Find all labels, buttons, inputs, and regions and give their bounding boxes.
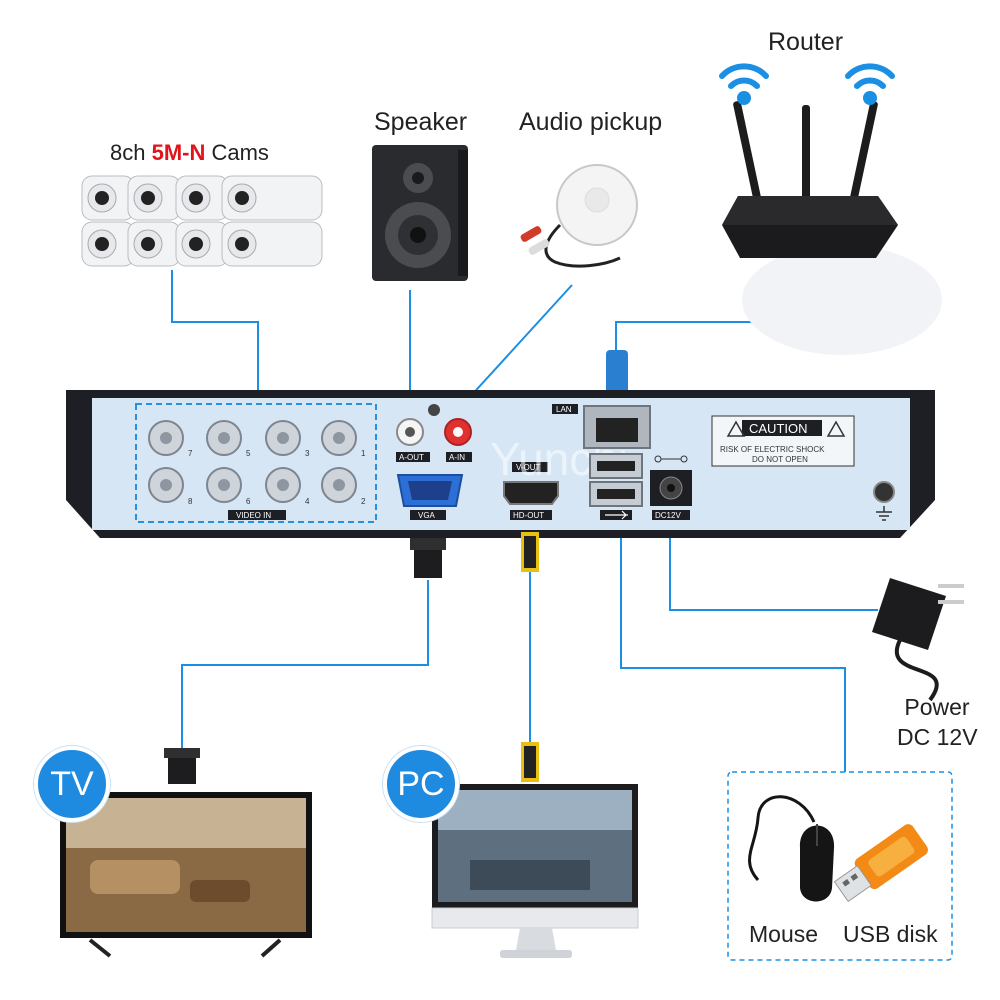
camera-icon bbox=[81, 175, 135, 221]
router-icon bbox=[722, 101, 942, 355]
power-cable bbox=[669, 520, 878, 611]
power-adapter-icon bbox=[872, 578, 964, 702]
channel-label: 8 bbox=[188, 497, 193, 506]
vga-port bbox=[396, 474, 464, 507]
hdmi-plug-icon bbox=[521, 532, 539, 572]
microphone-icon bbox=[520, 164, 638, 268]
audio-in-port bbox=[444, 418, 472, 446]
cameras-label: 8ch 5M-N Cams bbox=[110, 140, 269, 166]
mouse-label: Mouse bbox=[749, 921, 819, 947]
usb-port bbox=[589, 481, 643, 507]
camera-icon bbox=[127, 221, 181, 267]
usb-disk-icon bbox=[833, 824, 928, 903]
power-label-line2: DC 12V bbox=[897, 724, 978, 750]
cameras-highlight: 5M-N bbox=[151, 140, 206, 165]
vga-cable bbox=[181, 580, 429, 748]
tv-badge: TV bbox=[34, 746, 110, 822]
usb-symbol-icon bbox=[605, 510, 628, 520]
camera-icon bbox=[175, 221, 229, 267]
hdmi-plug-icon bbox=[521, 742, 539, 782]
lan-label: LAN bbox=[556, 405, 572, 414]
usb-cable bbox=[620, 520, 846, 772]
ground-terminal-icon bbox=[873, 481, 895, 521]
warning-icon bbox=[726, 420, 746, 437]
usb-disk-label: USB disk bbox=[843, 921, 938, 947]
channel-label: 2 bbox=[361, 497, 366, 506]
camera-icon bbox=[81, 221, 135, 267]
cameras-prefix: 8ch bbox=[110, 140, 152, 165]
power-label: Power DC 12V bbox=[897, 692, 978, 752]
power-label-line1: Power bbox=[904, 694, 970, 720]
usb-port bbox=[589, 453, 643, 479]
wifi-icon bbox=[719, 63, 769, 105]
caution-line-1: RISK OF ELECTRIC SHOCK bbox=[720, 445, 825, 454]
lan-port bbox=[583, 405, 651, 449]
camera-group bbox=[81, 175, 323, 267]
pickup-cable bbox=[457, 284, 573, 411]
dc-power-port bbox=[650, 470, 692, 506]
peripherals-box bbox=[727, 771, 953, 961]
dc-polarity-icon bbox=[654, 455, 688, 463]
a-out-label: A-OUT bbox=[399, 453, 424, 462]
a-in-label: A-IN bbox=[449, 453, 465, 462]
channel-label: 4 bbox=[305, 497, 310, 506]
vga-plug-icon bbox=[164, 748, 200, 784]
dc12v-label: DC12V bbox=[655, 511, 681, 520]
camera-cable bbox=[171, 270, 259, 410]
wifi-icon bbox=[845, 63, 895, 105]
channel-label: 5 bbox=[246, 449, 251, 458]
router-label: Router bbox=[768, 28, 844, 56]
audio-out-port bbox=[396, 418, 424, 446]
v-out-label: V-OUT bbox=[516, 463, 541, 472]
hdmi-port bbox=[503, 481, 559, 505]
hd-out-label: HD-OUT bbox=[513, 511, 544, 520]
channel-label: 6 bbox=[246, 497, 251, 506]
video-in-label: VIDEO IN bbox=[236, 511, 271, 520]
mouse-icon bbox=[748, 795, 835, 902]
caution-title: CAUTION bbox=[749, 421, 808, 436]
camera-icon bbox=[127, 175, 181, 221]
cameras-suffix: Cams bbox=[205, 140, 269, 165]
pc-badge: PC bbox=[383, 746, 459, 822]
speaker-label: Speaker bbox=[374, 108, 468, 136]
camera-icon bbox=[221, 175, 323, 221]
warning-icon bbox=[826, 420, 846, 437]
camera-icon bbox=[175, 175, 229, 221]
channel-label: 3 bbox=[305, 449, 310, 458]
caution-label-box bbox=[711, 415, 855, 467]
vga-label: VGA bbox=[418, 511, 436, 520]
pc-monitor-icon bbox=[431, 784, 639, 958]
audio-pickup-label: Audio pickup bbox=[519, 108, 663, 136]
vga-plug-icon bbox=[410, 538, 446, 578]
caution-line-2: DO NOT OPEN bbox=[752, 455, 808, 464]
speaker-icon bbox=[372, 145, 468, 281]
tv-icon bbox=[60, 792, 312, 958]
channel-label: 1 bbox=[361, 449, 366, 458]
camera-icon bbox=[221, 221, 323, 267]
bnc-centers bbox=[160, 432, 345, 491]
channel-label: 7 bbox=[188, 449, 193, 458]
